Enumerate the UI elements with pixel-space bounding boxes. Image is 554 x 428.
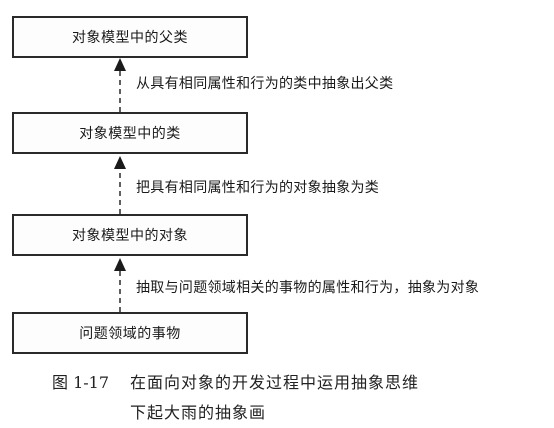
node-domain-thing: 问题领域的事物 [12, 312, 248, 354]
node-label: 对象模型中的类 [79, 126, 181, 142]
edge-label-3: 抽取与问题领域相关的事物的属性和行为，抽象为对象 [136, 280, 480, 296]
edge-label-1: 从具有相同属性和行为的类中抽象出父类 [136, 76, 394, 92]
arrowhead-3 [114, 258, 126, 271]
node-label: 对象模型中的对象 [72, 228, 188, 244]
figure-number: 图 1-17 [52, 373, 110, 392]
arrowhead-2 [114, 156, 126, 169]
node-object: 对象模型中的对象 [12, 214, 248, 256]
arrowhead-1 [114, 58, 126, 71]
edge-label-2: 把具有相同属性和行为的对象抽象为类 [136, 180, 380, 196]
figure-caption-line2: 下起大雨的抽象画 [130, 403, 267, 422]
node-parent-class: 对象模型中的父类 [12, 16, 248, 58]
node-label: 对象模型中的父类 [72, 30, 188, 46]
node-label: 问题领域的事物 [79, 326, 181, 342]
figure-caption-line1: 在面向对象的开发过程中运用抽象思维 [130, 373, 420, 392]
node-class: 对象模型中的类 [12, 112, 248, 154]
